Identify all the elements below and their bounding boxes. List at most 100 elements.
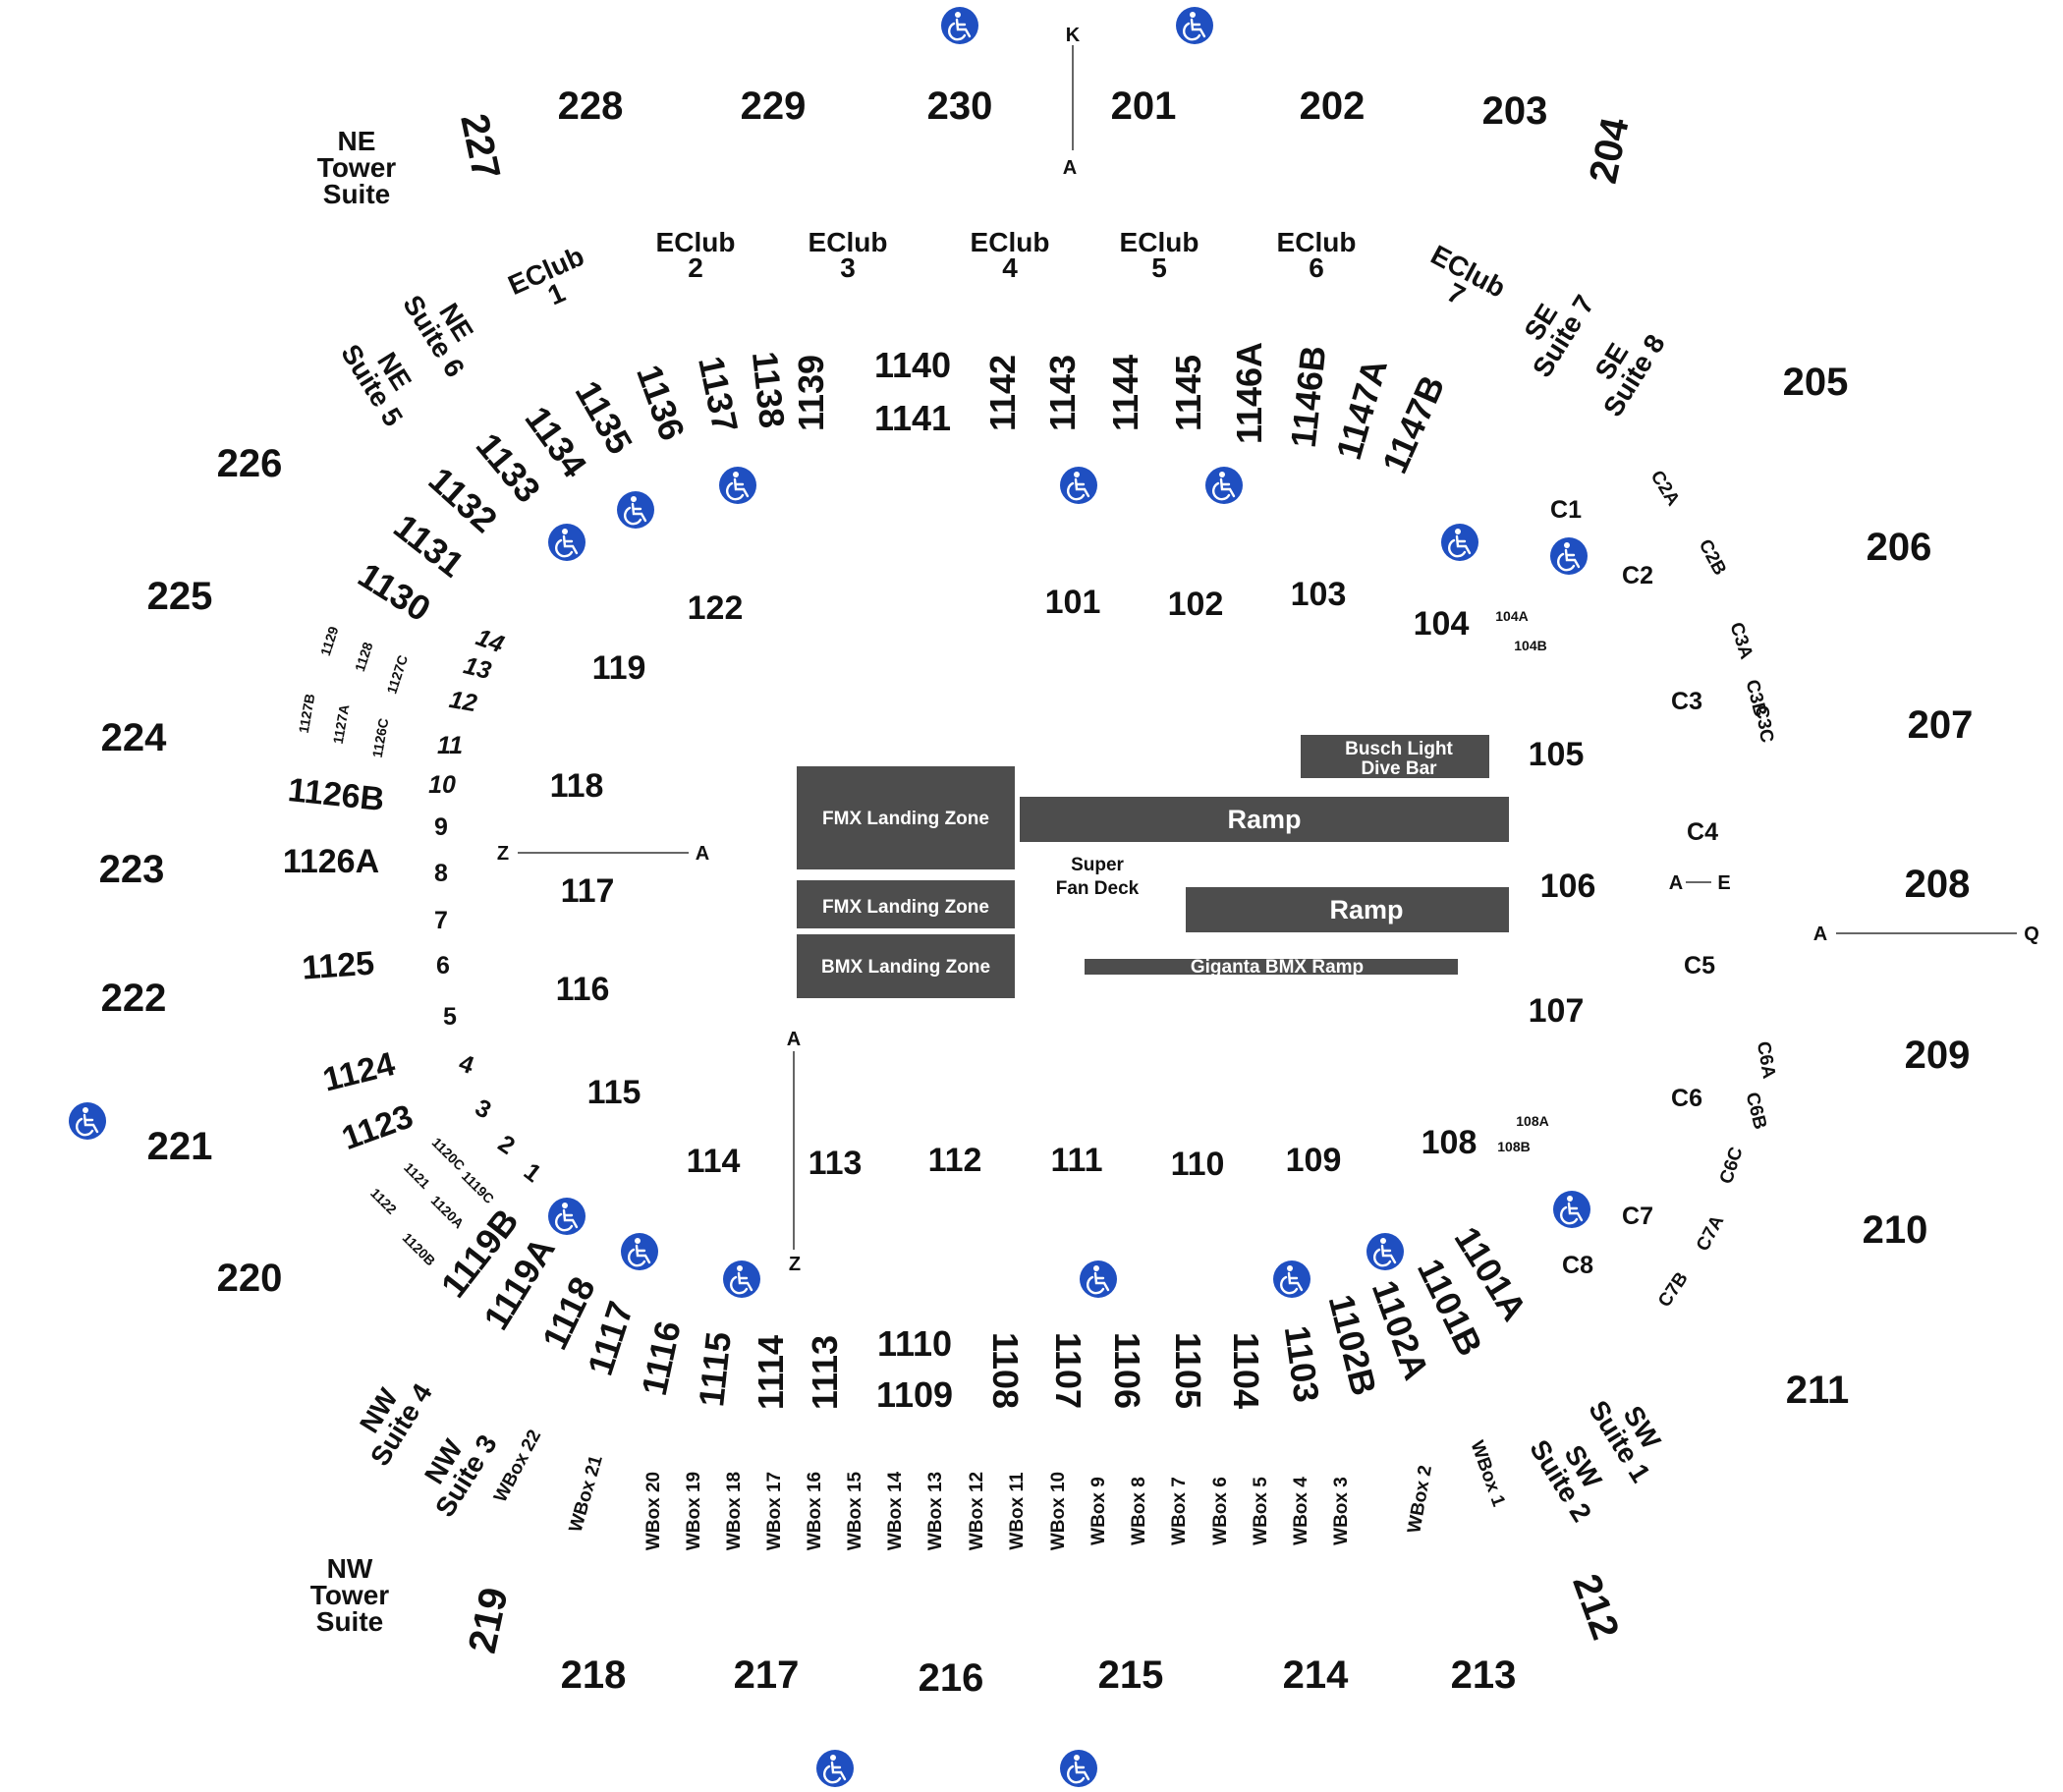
- wheelchair-accessible-icon[interactable]: [1548, 535, 1589, 577]
- fmx-landing-zone-2[interactable]: [797, 880, 1015, 928]
- wbox-3[interactable]: WBox 3: [1331, 1477, 1352, 1545]
- section-223[interactable]: 223: [99, 848, 165, 891]
- wbox-15[interactable]: WBox 15: [845, 1471, 865, 1550]
- section-218[interactable]: 218: [561, 1653, 627, 1697]
- row-3[interactable]: 3: [471, 1093, 495, 1124]
- wbox-21[interactable]: WBox 21: [566, 1453, 607, 1535]
- ne-suite-5-label[interactable]: NESuite 5: [335, 325, 431, 432]
- ne-suite-6-label[interactable]: NESuite 6: [397, 276, 493, 383]
- row-9[interactable]: 9: [434, 813, 448, 841]
- row-6[interactable]: 6: [436, 952, 450, 980]
- section-1119C[interactable]: 1120B: [400, 1229, 439, 1268]
- section-120[interactable]: 122: [688, 589, 744, 627]
- eclub-1[interactable]: EClub1: [504, 241, 599, 324]
- section-1136[interactable]: 1138: [745, 350, 793, 430]
- section-1145[interactable]: 1146B: [1283, 344, 1334, 450]
- section-104A[interactable]: 104A: [1495, 608, 1528, 624]
- section-226[interactable]: 226: [217, 442, 283, 485]
- section-107[interactable]: 107: [1529, 992, 1585, 1030]
- section-1126B[interactable]: 1127A: [330, 703, 353, 746]
- wheelchair-accessible-icon[interactable]: [1439, 522, 1480, 563]
- busch-light-dive-bar[interactable]: [1301, 735, 1489, 778]
- section-1122[interactable]: 1124: [319, 1045, 399, 1099]
- row-13[interactable]: 13: [461, 651, 494, 685]
- section-C2[interactable]: C2: [1622, 562, 1653, 589]
- section-C3[interactable]: C3: [1671, 688, 1702, 715]
- wbox-19[interactable]: WBox 19: [684, 1472, 704, 1550]
- wheelchair-accessible-icon[interactable]: [1078, 1259, 1119, 1300]
- section-1127B[interactable]: 1128: [352, 640, 376, 673]
- section-C2B[interactable]: C2B: [1695, 536, 1730, 579]
- section-1110[interactable]: 1110: [877, 1323, 952, 1364]
- section-1114[interactable]: 1116: [634, 1317, 689, 1399]
- section-104B[interactable]: 104B: [1514, 638, 1546, 653]
- section-221[interactable]: 221: [147, 1125, 213, 1168]
- se-suite-7-label[interactable]: SESuite 7: [1504, 276, 1600, 383]
- section-211[interactable]: 211: [1786, 1369, 1850, 1412]
- section-206[interactable]: 206: [1867, 526, 1932, 569]
- se-suite-8-label[interactable]: SESuite 8: [1575, 315, 1671, 422]
- section-119[interactable]: 119: [592, 649, 646, 687]
- section-C6[interactable]: C6: [1671, 1085, 1702, 1112]
- section-C7B[interactable]: C7B: [1654, 1268, 1693, 1311]
- section-1126A[interactable]: 1126C: [369, 717, 392, 759]
- section-1127C[interactable]: 1129: [317, 624, 342, 657]
- section-220[interactable]: 220: [217, 1257, 283, 1300]
- wheelchair-accessible-icon[interactable]: [721, 1259, 762, 1300]
- wheelchair-accessible-icon[interactable]: [939, 5, 980, 46]
- section-108[interactable]: 108: [1422, 1124, 1478, 1161]
- wbox-18[interactable]: WBox 18: [724, 1472, 745, 1550]
- wheelchair-accessible-icon[interactable]: [1174, 5, 1215, 46]
- wbox-11[interactable]: WBox 11: [1007, 1472, 1028, 1550]
- section-C6C[interactable]: C6C: [1716, 1145, 1748, 1187]
- row-4[interactable]: 4: [455, 1049, 477, 1080]
- section-C6A[interactable]: C6A: [1753, 1040, 1779, 1081]
- wheelchair-accessible-icon[interactable]: [1203, 465, 1245, 506]
- wbox-5[interactable]: WBox 5: [1251, 1477, 1271, 1545]
- row-2[interactable]: 2: [493, 1130, 520, 1160]
- section-1112[interactable]: 1114: [751, 1335, 791, 1410]
- section-115[interactable]: 115: [587, 1074, 641, 1111]
- row-5[interactable]: 5: [443, 1003, 457, 1031]
- section-207[interactable]: 207: [1908, 703, 1974, 747]
- section-1134[interactable]: 1136: [629, 360, 693, 445]
- section-1121[interactable]: 1123: [337, 1097, 418, 1157]
- section-1106[interactable]: 1106: [1107, 1332, 1147, 1409]
- section-102[interactable]: 102: [1168, 586, 1224, 623]
- section-201[interactable]: 201: [1111, 84, 1177, 128]
- section-1103[interactable]: 1103: [1277, 1323, 1327, 1405]
- section-C4[interactable]: C4: [1687, 818, 1718, 846]
- section-203[interactable]: 203: [1482, 89, 1548, 133]
- wbox-17[interactable]: WBox 17: [764, 1472, 785, 1550]
- section-205[interactable]: 205: [1783, 361, 1849, 404]
- section-1127A[interactable]: 1127C: [383, 653, 411, 696]
- row-10[interactable]: 10: [428, 771, 456, 799]
- section-1105[interactable]: 1105: [1168, 1332, 1208, 1409]
- wbox-22[interactable]: WBox 22: [490, 1427, 545, 1506]
- section-1107[interactable]: 1107: [1048, 1332, 1088, 1409]
- section-1120C[interactable]: 1122: [367, 1185, 400, 1217]
- section-113[interactable]: 113: [808, 1145, 863, 1182]
- eclub-7[interactable]: EClub7: [1414, 239, 1511, 325]
- wbox-7[interactable]: WBox 7: [1169, 1477, 1190, 1545]
- wbox-10[interactable]: WBox 10: [1048, 1472, 1069, 1550]
- wheelchair-accessible-icon[interactable]: [814, 1748, 856, 1789]
- section-213[interactable]: 213: [1451, 1653, 1517, 1697]
- section-210[interactable]: 210: [1863, 1208, 1928, 1252]
- wheelchair-accessible-icon[interactable]: [1271, 1259, 1312, 1300]
- section-1137[interactable]: 1139: [791, 355, 831, 431]
- wbox-13[interactable]: WBox 13: [925, 1472, 946, 1550]
- section-228[interactable]: 228: [558, 84, 624, 128]
- wbox-4[interactable]: WBox 4: [1291, 1477, 1311, 1545]
- wheelchair-accessible-icon[interactable]: [1058, 1748, 1099, 1789]
- section-109[interactable]: 109: [1286, 1142, 1342, 1179]
- row-7[interactable]: 7: [434, 907, 448, 934]
- wheelchair-accessible-icon[interactable]: [546, 1196, 587, 1237]
- nw-suite-4-label[interactable]: NWSuite 4: [342, 1364, 438, 1472]
- section-1120A[interactable]: 1120C: [429, 1134, 469, 1173]
- section-1140[interactable]: 1142: [982, 355, 1023, 431]
